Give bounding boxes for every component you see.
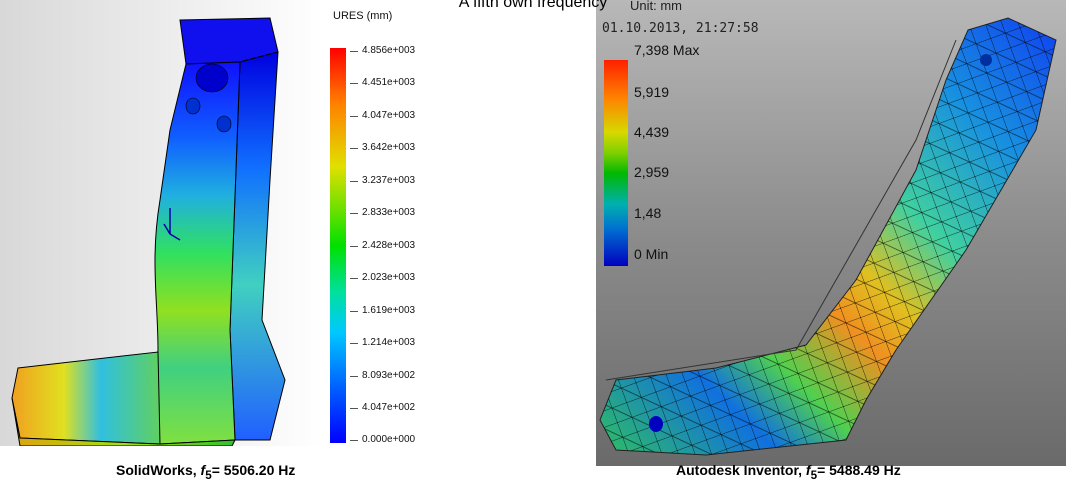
caption-inventor: Autodesk Inventor, f5= 5488.49 Hz [676,462,901,482]
inventor-panel: Unit: mm 01.10.2013, 21:27:58 7,398 Max … [596,0,1066,466]
legend-tick: 7,398 Max [634,42,700,58]
legend-tick: 4.047e+003 [349,110,416,121]
caption-var: f [805,462,811,478]
legend-tick: 2,959 [634,164,670,180]
inventor-model [599,17,1057,456]
caption-sub: 5 [205,468,212,482]
legend-tick: 2.023e+003 [349,272,416,283]
legend-tick: 8.093e+002 [349,370,416,381]
legend-tick: 4.451e+003 [349,77,416,88]
legend-color-bar [330,48,346,443]
unit-label: Unit: mm [630,0,682,13]
caption-solidworks: SolidWorks, f5= 5506.20 Hz [116,462,295,482]
legend-tick: 0.000e+000 [349,434,416,445]
legend-title: URES (mm) [333,10,393,22]
solidworks-model [11,17,286,446]
legend-tick: 0 Min [634,246,669,262]
legend-tick: 4,439 [634,124,670,140]
legend-color-bar [604,60,628,266]
caption-value: = 5506.20 Hz [211,462,296,478]
timestamp: 01.10.2013, 21:27:58 [602,21,759,36]
caption-var: f [200,462,206,478]
legend-tick: 2.428e+003 [349,240,416,251]
caption-value: = 5488.49 Hz [817,462,901,478]
legend-tick: 1.214e+003 [349,337,416,348]
legend-tick: 3.237e+003 [349,175,416,186]
solidworks-panel: URES (mm) 4.856e+003 4.451e+003 4.047e+0… [0,0,540,446]
legend-tick: 1.619e+003 [349,305,416,316]
caption-sub: 5 [810,468,818,482]
legend-tick: 4.047e+002 [349,402,416,413]
legend-tick: 3.642e+003 [349,142,416,153]
caption-prefix: Autodesk Inventor, [676,462,806,478]
legend-tick: 2.833e+003 [349,207,416,218]
legend-tick: 5,919 [634,84,670,100]
legend-tick: 4.856e+003 [349,45,416,56]
legend-tick: 1,48 [634,205,662,221]
page-title: A fifth own frequency [458,0,608,11]
caption-prefix: SolidWorks, [116,462,201,478]
